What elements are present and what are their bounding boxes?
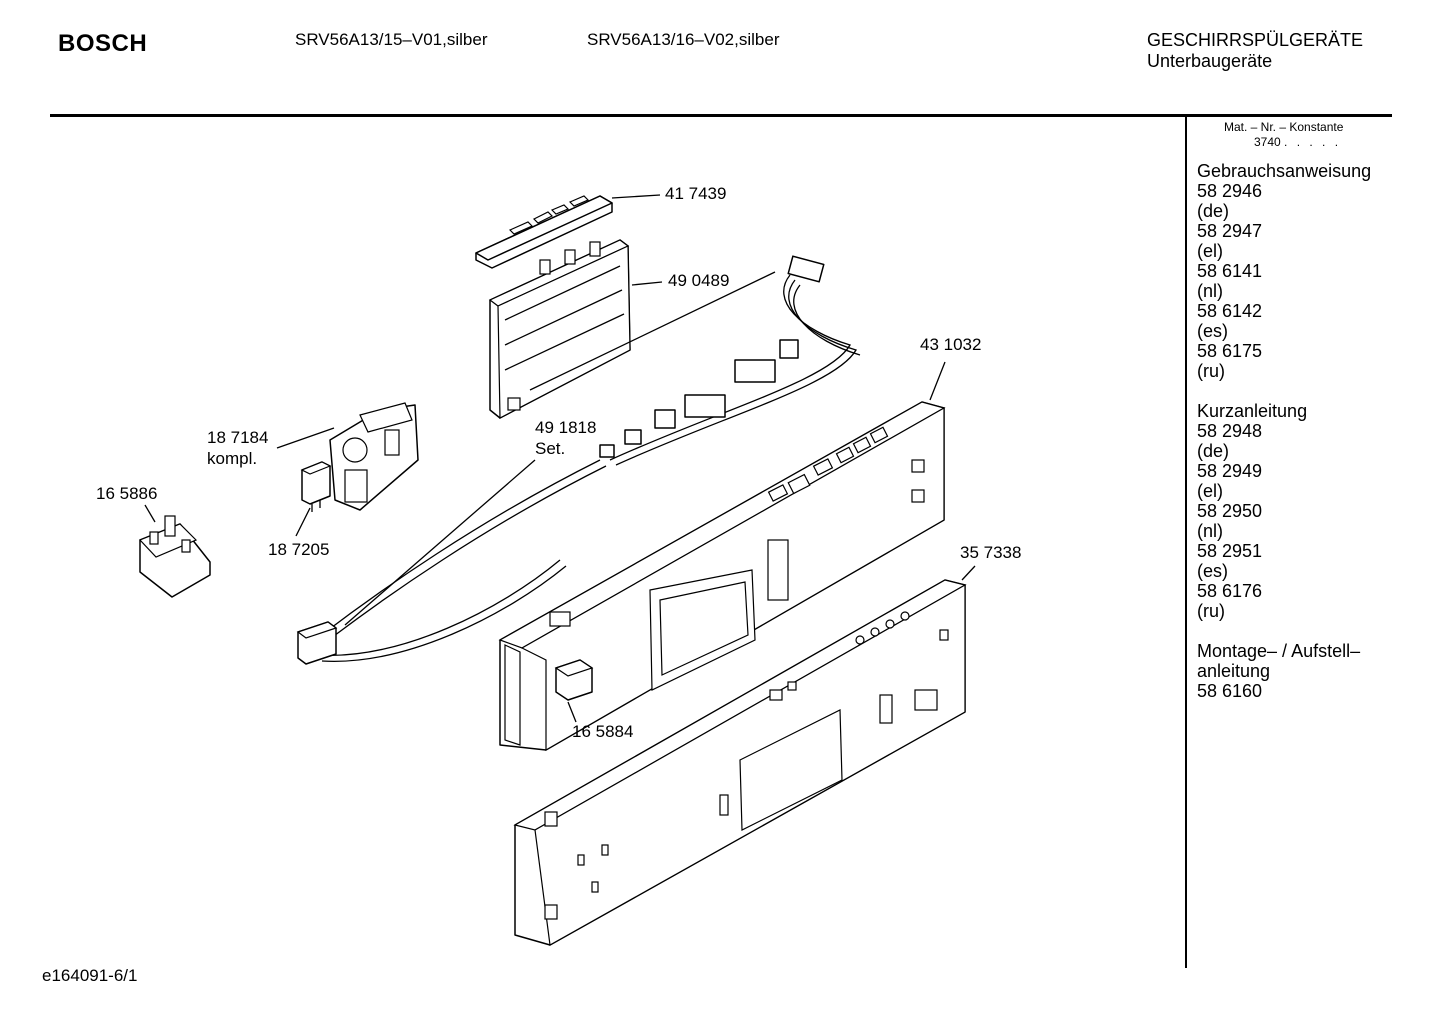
material-number-value-row: 3740 . . . . . [1224, 135, 1343, 150]
part-417439-button-strip [475, 195, 613, 269]
header-divider [50, 114, 1392, 117]
material-number-label: Mat. – Nr. – Konstante [1224, 120, 1344, 134]
drawing-id: e164091-6/1 [42, 966, 138, 985]
document-line: 58 6175 [1197, 341, 1263, 361]
document-line: 58 2950 [1197, 501, 1263, 521]
part-label-491818: 49 1818 [535, 418, 596, 437]
model-number-1: SRV56A13/15–V01,silber [295, 30, 488, 49]
document-line: (ru) [1197, 361, 1225, 381]
part-label-187184-note: kompl. [207, 449, 257, 468]
material-number-block: Mat. – Nr. – Konstante 3740 . . . . . [1224, 120, 1343, 150]
document-line: 58 6142 [1197, 301, 1263, 321]
part-187205-component [300, 461, 332, 512]
part-187184-door-switch [329, 402, 419, 511]
part-label-165886: 16 5886 [96, 484, 157, 503]
document-line: 58 2948 [1197, 421, 1263, 441]
document-line: 58 2947 [1197, 221, 1263, 241]
part-label-417439: 41 7439 [665, 184, 726, 203]
part-label-491818-note: Set. [535, 439, 565, 458]
part-165886-relay [138, 515, 211, 598]
model-number-2: SRV56A13/16–V02,silber [587, 30, 780, 49]
document-line: anleitung [1197, 661, 1271, 681]
part-label-431032: 43 1032 [920, 335, 981, 354]
exploded-parts-drawing: 41 7439 49 0489 43 1032 49 1818 Set. 18 … [96, 184, 1021, 946]
document-line: 58 6176 [1197, 581, 1263, 601]
part-label-187184: 18 7184 [207, 428, 268, 447]
document-line: (de) [1197, 441, 1230, 461]
document-line: (nl) [1197, 281, 1223, 301]
part-label-187205: 18 7205 [268, 540, 329, 559]
part-label-165884: 16 5884 [572, 722, 633, 741]
category-block: GESCHIRRSPÜLGERÄTE Unterbaugeräte [1147, 30, 1363, 72]
document-line: 58 6141 [1197, 261, 1263, 281]
document-group-title: Gebrauchsanweisung [1197, 161, 1372, 181]
part-label-490489: 49 0489 [668, 271, 729, 290]
document-line: (ru) [1197, 601, 1225, 621]
document-group-title: Kurzanleitung [1197, 401, 1308, 421]
part-label-357338: 35 7338 [960, 543, 1021, 562]
part-431032-control-panel [498, 401, 946, 752]
document-line: 58 2949 [1197, 461, 1263, 481]
category-subtitle: Unterbaugeräte [1147, 51, 1273, 71]
document-line: (el) [1197, 241, 1223, 261]
part-490489-control-module [488, 239, 631, 419]
document-line: 58 2951 [1197, 541, 1263, 561]
document-group-title: Montage– / Aufstell– [1197, 641, 1361, 661]
document-line: (es) [1197, 561, 1228, 581]
document-line: (nl) [1197, 521, 1223, 541]
brand-logo: BOSCH [58, 30, 148, 57]
category-title: GESCHIRRSPÜLGERÄTE [1147, 30, 1364, 50]
sidebar-divider [1185, 116, 1187, 968]
part-165884-block [554, 659, 594, 701]
material-number-value: 3740 [1254, 135, 1281, 149]
document-line: 58 2946 [1197, 181, 1263, 201]
document-line: (es) [1197, 321, 1228, 341]
material-number-dots: . . . . . [1284, 135, 1342, 149]
document-line: (el) [1197, 481, 1223, 501]
part-357338-panel-frame [513, 579, 967, 946]
document-line: 58 6160 [1197, 681, 1263, 701]
part-491818-cable-harness [296, 255, 861, 665]
document-line: (de) [1197, 201, 1230, 221]
